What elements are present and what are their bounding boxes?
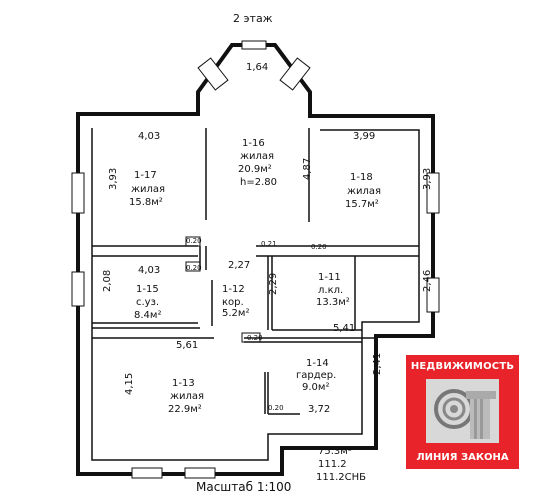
dim-label: 5,61: [176, 340, 198, 351]
room-1-11: 1-11 л.кл. 13.3м²: [316, 272, 350, 308]
interior-walls: [92, 128, 419, 415]
company-logo: НЕДВИЖИМОСТЬ ЛИНИЯ ЗАКОНА: [406, 355, 519, 469]
window: [71, 172, 85, 214]
svg-text:гардер.: гардер.: [296, 370, 336, 381]
window: [279, 57, 311, 91]
wall-thickness: 0.20: [311, 243, 327, 251]
svg-text:жилая: жилая: [347, 186, 381, 197]
svg-text:1-13: 1-13: [172, 378, 195, 389]
svg-text:1-11: 1-11: [318, 272, 341, 283]
svg-text:1-15: 1-15: [136, 284, 159, 295]
dim-label: 2,08: [102, 270, 113, 292]
wall-thickness: 0.20: [268, 404, 284, 412]
svg-text:13.3м²: 13.3м²: [316, 297, 350, 308]
outer-wall: [76, 43, 435, 476]
inner-wall-line: [91, 128, 420, 461]
dim-label: 4,15: [124, 373, 135, 395]
svg-text:h=2.80: h=2.80: [240, 177, 277, 188]
svg-text:л.кл.: л.кл.: [318, 285, 343, 296]
svg-text:жилая: жилая: [131, 184, 165, 195]
room-1-14: 1-14 гардер. 9.0м²: [296, 358, 336, 393]
dim-label: 3,72: [308, 404, 330, 415]
svg-text:жилая: жилая: [240, 151, 274, 162]
logo-top-text: НЕДВИЖИМОСТЬ: [410, 361, 515, 372]
svg-text:15.7м²: 15.7м²: [345, 199, 379, 210]
svg-text:1-14: 1-14: [306, 358, 329, 369]
dim-label: 2,46: [422, 270, 433, 292]
wall-thickness: 0.20: [186, 237, 202, 245]
wall-thickness: 0.20: [247, 334, 263, 342]
room-1-15: 1-15 с.уз. 8.4м²: [134, 284, 161, 321]
svg-text:5.2м²: 5.2м²: [222, 308, 249, 319]
dim-label: 1,64: [246, 62, 268, 73]
svg-text:111.2: 111.2: [318, 459, 347, 470]
svg-text:с.уз.: с.уз.: [136, 297, 159, 308]
wall-thickness: 0.21: [261, 240, 277, 248]
svg-text:22.9м²: 22.9м²: [168, 404, 202, 415]
dim-label: 3,93: [108, 168, 119, 190]
room-1-17: 1-17 жилая 15.8м²: [129, 170, 165, 208]
svg-text:8.4м²: 8.4м²: [134, 310, 161, 321]
wall-thickness: 0.20: [186, 264, 202, 272]
window: [71, 271, 85, 307]
svg-text:1-12: 1-12: [222, 284, 245, 295]
svg-text:20.9м²: 20.9м²: [238, 164, 272, 175]
column-capital-icon: [426, 379, 499, 443]
room-1-12: 1-12 кор. 5.2м²: [222, 284, 249, 319]
logo-bottom-text: ЛИНИЯ ЗАКОНА: [416, 452, 509, 463]
window: [241, 40, 267, 50]
svg-text:75.3м²: 75.3м²: [318, 446, 352, 457]
dim-label: 4,87: [302, 158, 313, 180]
window: [131, 467, 163, 479]
room-1-18: 1-18 жилая 15.7м²: [345, 172, 381, 210]
window: [426, 277, 440, 313]
wall-block: [185, 261, 201, 272]
window: [426, 172, 440, 214]
dim-label: 4,03: [138, 131, 160, 142]
window: [184, 467, 216, 479]
svg-text:1-17: 1-17: [134, 170, 157, 181]
svg-text:111.2СНБ: 111.2СНБ: [316, 472, 366, 483]
dim-label: 3,93: [422, 168, 433, 190]
svg-text:15.8м²: 15.8м²: [129, 197, 163, 208]
room-1-16: 1-16 жилая 20.9м² h=2.80: [238, 138, 277, 188]
room-1-13: 1-13 жилая 22.9м²: [168, 378, 204, 415]
svg-text:9.0м²: 9.0м²: [302, 382, 329, 393]
dim-label: 2,41: [372, 353, 383, 375]
floor-title: 2 этаж: [233, 12, 273, 25]
dim-label: 2,27: [228, 260, 250, 271]
dim-label: 3,99: [353, 131, 375, 142]
svg-text:1-16: 1-16: [242, 138, 265, 149]
dim-label: 2,29: [268, 273, 279, 295]
svg-text:жилая: жилая: [170, 391, 204, 402]
svg-text:1-18: 1-18: [350, 172, 373, 183]
wall-block: [241, 332, 261, 343]
scale-label: Масштаб 1:100: [196, 480, 292, 494]
window: [197, 57, 229, 91]
wall-block: [185, 236, 201, 247]
area-totals: 75.3м² 111.2 111.2СНБ: [316, 446, 366, 483]
svg-text:кор.: кор.: [222, 297, 244, 308]
dim-label: 4,03: [138, 265, 160, 276]
dim-label: 5,41: [333, 323, 355, 334]
